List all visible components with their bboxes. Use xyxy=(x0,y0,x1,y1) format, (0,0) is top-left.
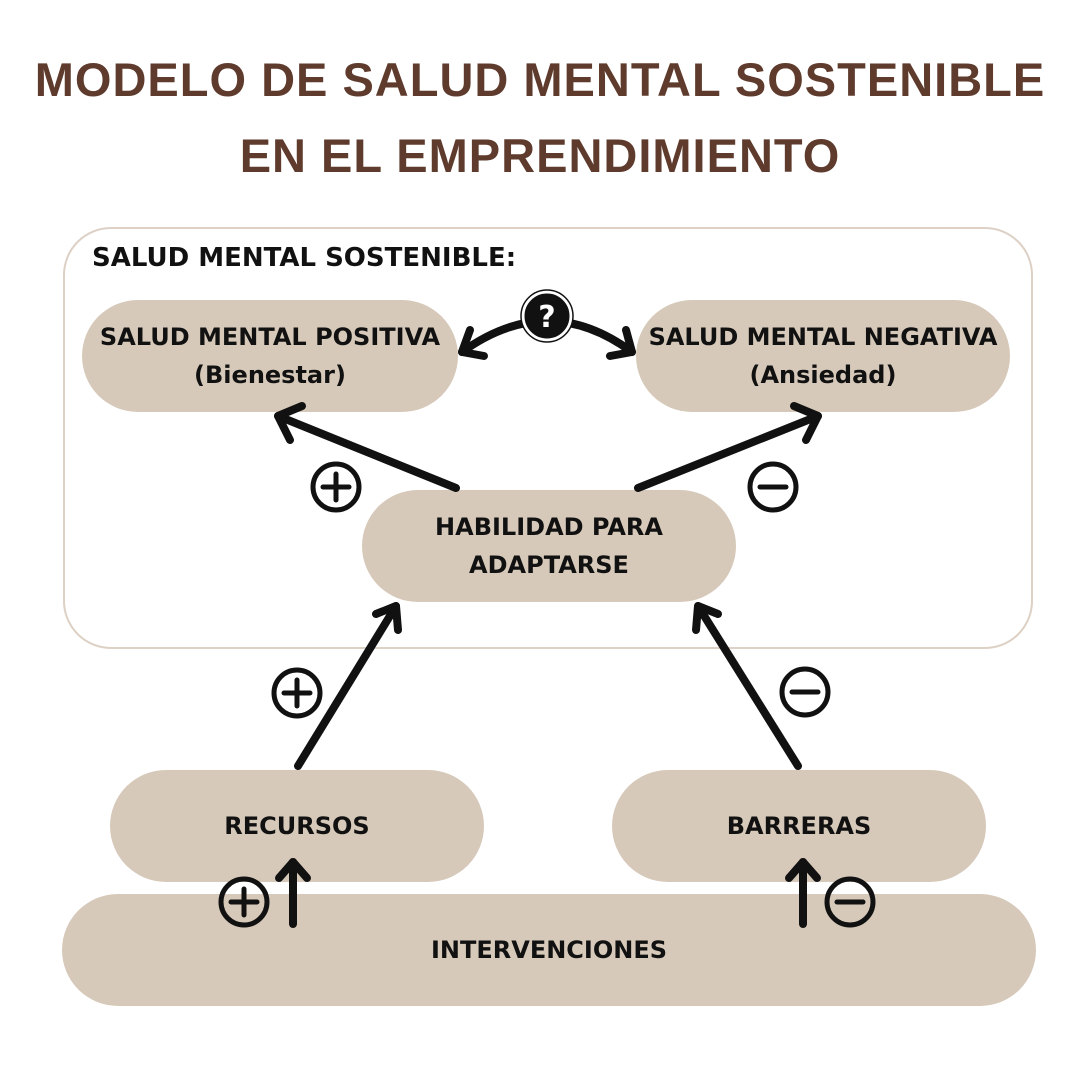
node-ability-line-1: HABILIDAD PARA xyxy=(435,513,663,541)
node-barriers-label: BARRERAS xyxy=(726,812,872,840)
plus-circle-icon xyxy=(271,667,323,719)
minus-circle-icon xyxy=(779,666,831,718)
node-positive-mental-health: SALUD MENTAL POSITIVA (Bienestar) xyxy=(82,300,458,412)
node-negative-mental-health: SALUD MENTAL NEGATIVA (Ansiedad) xyxy=(636,300,1010,412)
diagram-title-line-1: MODELO DE SALUD MENTAL SOSTENIBLE xyxy=(34,53,1046,106)
node-positive-sub: (Bienestar) xyxy=(194,361,346,389)
node-barriers: BARRERAS xyxy=(612,770,986,882)
node-negative-label: SALUD MENTAL NEGATIVA xyxy=(648,323,998,351)
node-negative-sub: (Ansiedad) xyxy=(749,361,897,389)
node-ability-to-adapt: HABILIDAD PARA ADAPTARSE xyxy=(362,490,736,602)
sustainable-mental-health-frame xyxy=(63,227,1033,649)
node-interventions: INTERVENCIONES xyxy=(62,894,1036,1006)
node-interventions-label: INTERVENCIONES xyxy=(430,936,668,964)
node-resources-label: RECURSOS xyxy=(224,812,370,840)
node-ability-line-2: ADAPTARSE xyxy=(469,551,629,579)
node-positive-label: SALUD MENTAL POSITIVA xyxy=(99,323,441,351)
node-resources: RECURSOS xyxy=(110,770,484,882)
diagram-title-line-2: EN EL EMPRENDIMIENTO xyxy=(239,129,841,182)
section-label: SALUD MENTAL SOSTENIBLE: xyxy=(92,243,517,273)
